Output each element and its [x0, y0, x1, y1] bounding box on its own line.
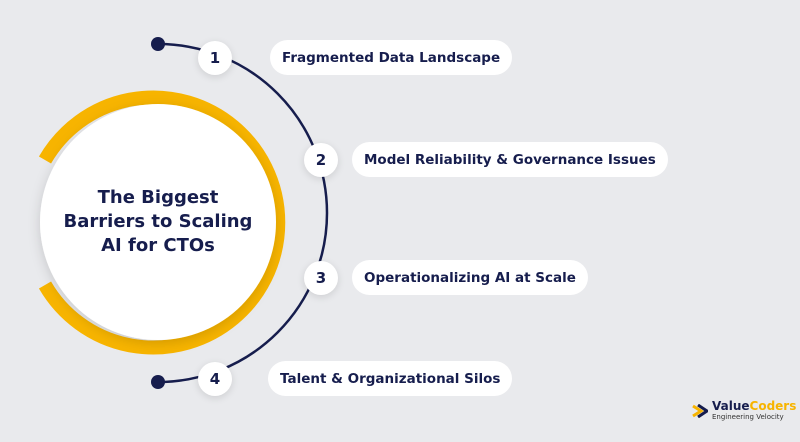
timeline-end-dot	[151, 375, 165, 389]
timeline-arc	[157, 42, 329, 384]
center-title: The Biggest Barriers to Scaling AI for C…	[63, 187, 253, 256]
logo-name-part2: Coders	[749, 399, 797, 413]
step-label-2: Model Reliability & Governance Issues	[352, 142, 668, 177]
step-label-1: Fragmented Data Landscape	[270, 40, 513, 75]
logo-name: ValueCoders	[712, 399, 796, 413]
orange-ring-arc	[38, 90, 286, 355]
step-label-4: Talent & Organizational Silos	[268, 361, 513, 396]
logo-text: ValueCoders Engineering Velocity	[712, 399, 796, 422]
step-number-2: 2	[304, 143, 338, 177]
logo-tagline: Engineering Velocity	[712, 413, 784, 421]
step-number-1: 1	[198, 41, 232, 75]
timeline-start-dot	[151, 37, 165, 51]
logo-name-part1: Value	[712, 399, 750, 413]
valuecoders-logo: ValueCoders Engineering Velocity	[692, 399, 796, 422]
step-number-4: 4	[198, 362, 232, 396]
logo-mark-icon	[692, 403, 708, 418]
step-label-3: Operationalizing AI at Scale	[352, 260, 588, 295]
step-number-3: 3	[304, 261, 338, 295]
center-circle	[40, 104, 276, 340]
